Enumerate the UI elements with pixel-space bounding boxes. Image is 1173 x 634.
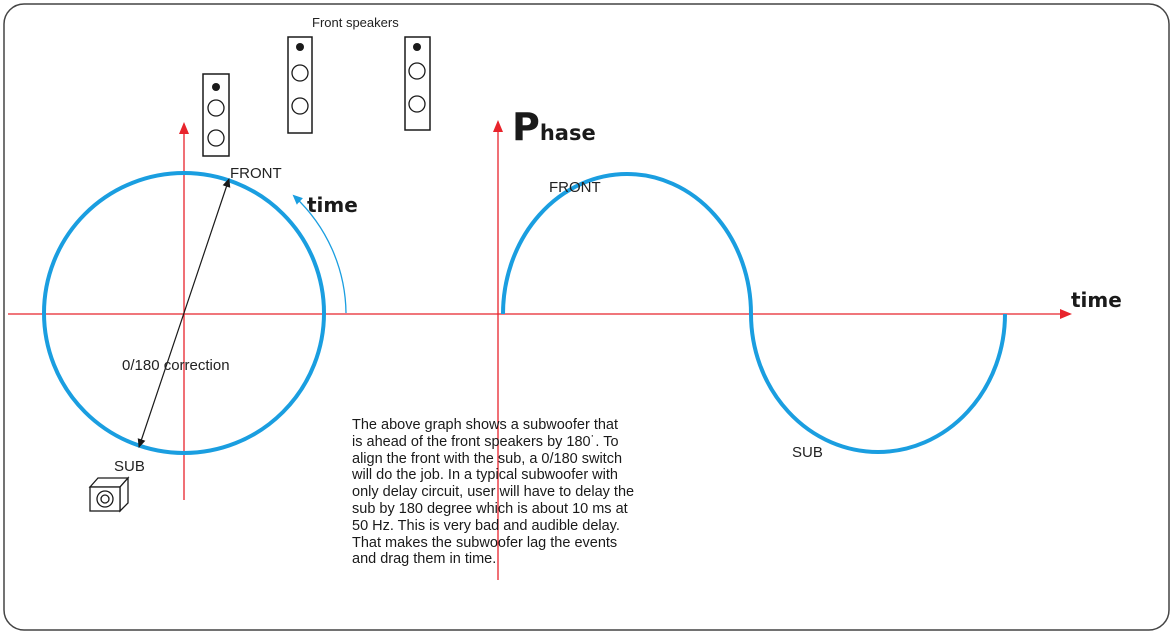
sub-label-wave: SUB	[792, 444, 823, 461]
phase-wave-front	[501, 172, 753, 315]
explanation-line: will do the job. In a typical subwoofer …	[352, 467, 618, 484]
explanation-line: align the front with the sub, a 0/180 sw…	[352, 450, 623, 467]
sub-label-left: SUB	[114, 458, 145, 475]
front-label-circle: FRONT	[230, 165, 282, 182]
phase-label-rest: hase	[540, 121, 596, 145]
time-label-axis: time	[1071, 288, 1122, 312]
speaker-icon	[202, 73, 230, 157]
phase-label: Phase	[512, 105, 596, 149]
front-label-wave: FRONT	[549, 179, 601, 196]
speaker-icon	[404, 36, 431, 131]
explanation-line: That makes the subwoofer lag the events	[352, 534, 618, 551]
phase-circle	[42, 171, 326, 455]
time-label-circle: time	[307, 193, 358, 217]
explanation-line: only delay circuit, user will have to de…	[352, 484, 635, 501]
time-rotation-arrow	[292, 194, 347, 314]
subwoofer-icon	[88, 476, 130, 513]
front-speakers-label: Front speakers	[312, 15, 399, 30]
correction-arrow	[137, 178, 231, 448]
speaker-icon	[287, 36, 313, 134]
explanation-text: The above graph shows a subwoofer that i…	[352, 417, 732, 568]
figure-frame	[3, 3, 1170, 631]
phase-wave-sub	[749, 313, 1007, 454]
explanation-line: The above graph shows a subwoofer that	[352, 417, 618, 433]
explanation-line: sub by 180 degree which is about 10 ms a…	[352, 500, 628, 517]
explanation-line: is ahead of the front speakers by 180˙. …	[352, 433, 619, 450]
explanation-line: 50 Hz. This is very bad and audible dela…	[352, 517, 620, 534]
explanation-line: and drag them in time.	[352, 551, 497, 568]
phase-label-initial: P	[512, 105, 540, 149]
correction-label: 0/180 correction	[122, 357, 230, 374]
